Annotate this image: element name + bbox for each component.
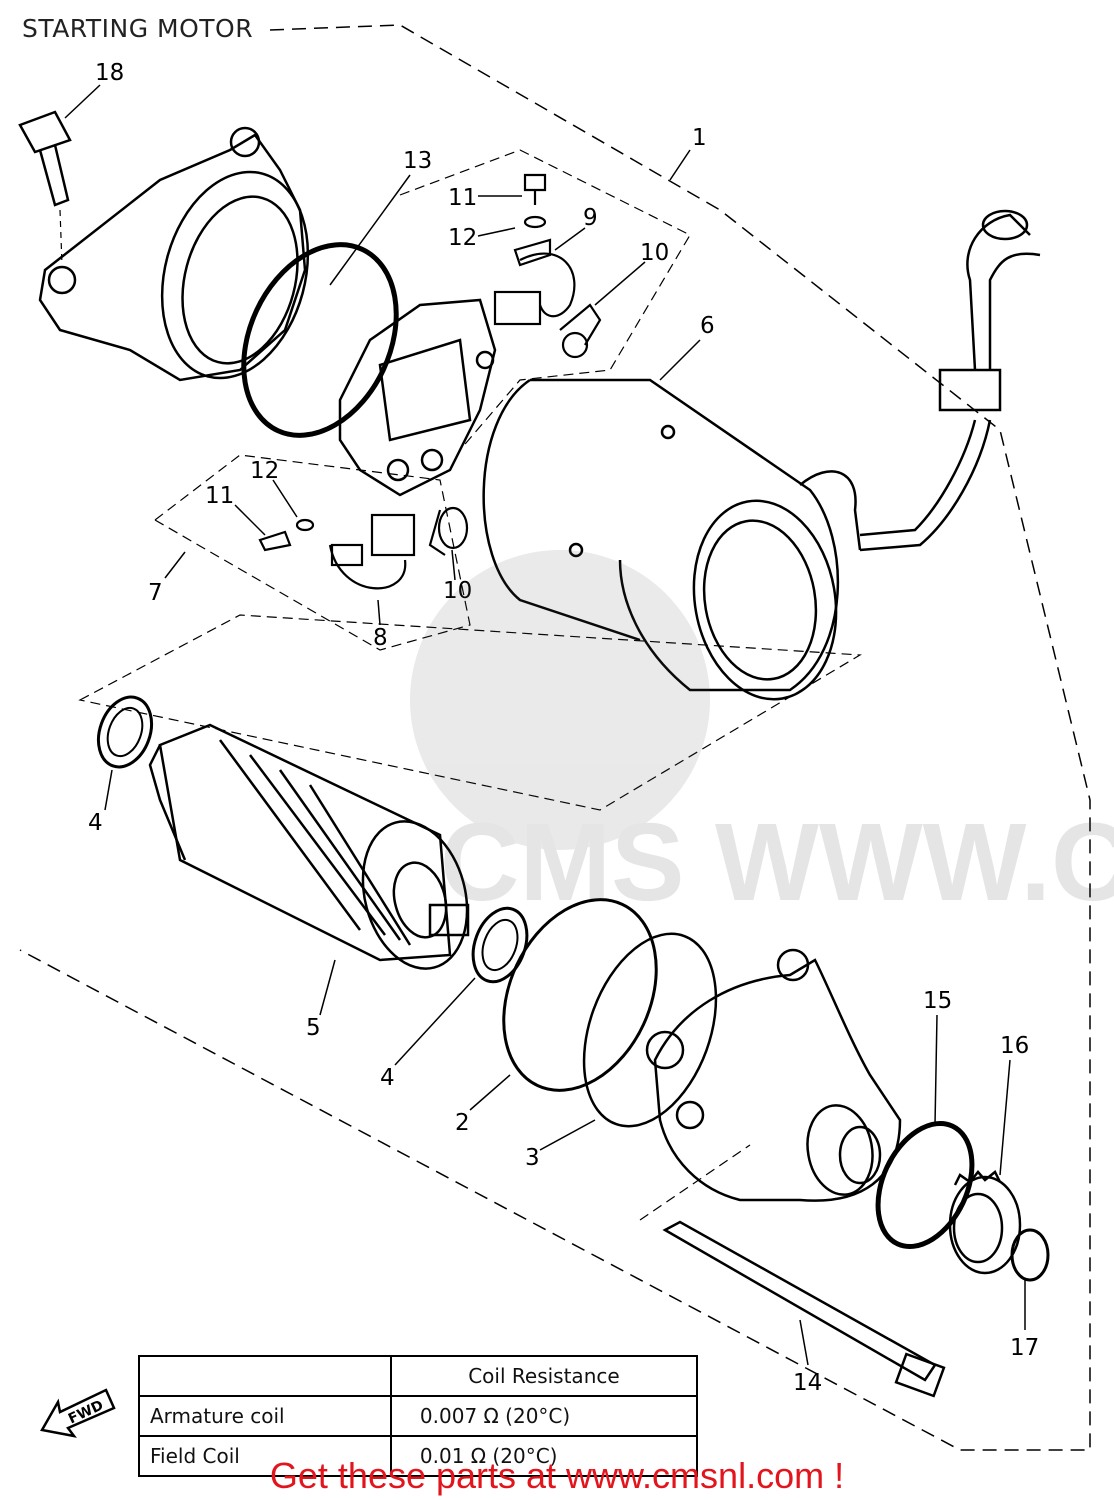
callout-11-upper: 11 <box>448 185 477 211</box>
callout-17: 17 <box>1010 1335 1039 1361</box>
brush-kit-outline-upper <box>399 149 691 451</box>
callout-4-left: 4 <box>88 810 103 836</box>
callout-16: 16 <box>1000 1033 1029 1059</box>
row-label: Armature coil <box>138 1395 392 1437</box>
callout-14: 14 <box>793 1370 822 1396</box>
fwd-label: FWD <box>66 1397 106 1427</box>
circlip-17 <box>1010 1228 1050 1282</box>
callout-4-right: 4 <box>380 1065 395 1091</box>
callout-9: 9 <box>583 205 598 231</box>
through-bolt-14 <box>662 1220 946 1398</box>
brush-kit-outline-lower <box>154 454 471 651</box>
callout-7: 7 <box>148 580 163 606</box>
table-header: Coil Resistance <box>389 1355 699 1397</box>
callout-6: 6 <box>700 313 715 339</box>
row-value: 0.007 Ω (20°C) <box>389 1395 699 1437</box>
row-label: Field Coil <box>138 1435 392 1477</box>
watermark: CMS WWW.CMSNL.COM <box>410 550 1114 924</box>
o-ring-15 <box>875 1120 975 1250</box>
callout-3: 3 <box>525 1145 540 1171</box>
callout-12-lower: 12 <box>250 458 279 484</box>
callout-10-upper: 10 <box>640 240 669 266</box>
callout-11-lower: 11 <box>205 483 234 509</box>
front-cover <box>645 948 902 1202</box>
table-corner <box>138 1355 392 1397</box>
rear-cover <box>38 126 310 382</box>
o-ring-13 <box>241 242 399 438</box>
yoke-outline <box>78 614 862 811</box>
brush-9 <box>493 173 576 326</box>
callout-12-upper: 12 <box>448 225 477 251</box>
terminal-10-lower <box>428 506 469 556</box>
leader-lines <box>64 84 1026 1366</box>
callout-2: 2 <box>455 1110 470 1136</box>
callout-1: 1 <box>692 125 707 151</box>
pinion-gear-16 <box>948 1170 1022 1275</box>
callout-5: 5 <box>306 1015 321 1041</box>
watermark-text: CMS WWW.CMSNL.COM <box>440 801 1114 924</box>
terminal-10-upper <box>559 303 602 359</box>
plate-3 <box>582 932 718 1128</box>
assembly-boundary <box>19 24 1091 1451</box>
yoke-6 <box>482 378 862 701</box>
callout-10-lower: 10 <box>443 578 472 604</box>
promo-banner-link[interactable]: Get these parts at www.cmsnl.com ! <box>269 1455 845 1496</box>
armature-5 <box>148 723 470 970</box>
fwd-arrow-icon: FWD <box>38 1380 118 1445</box>
callout-18: 18 <box>95 60 124 86</box>
callout-8: 8 <box>373 625 388 651</box>
row-value: 0.01 Ω (20°C) <box>389 1435 699 1477</box>
callout-13: 13 <box>403 148 432 174</box>
front-cover-outline <box>639 1144 751 1221</box>
table-row: Field Coil 0.01 Ω (20°C) <box>138 1435 699 1477</box>
washer-4-left <box>96 695 154 769</box>
brush-8 <box>258 513 416 590</box>
table-row: Armature coil 0.007 Ω (20°C) <box>138 1395 699 1437</box>
o-ring-2 <box>502 898 658 1092</box>
coil-resistance-table: Coil Resistance Armature coil 0.007 Ω (2… <box>138 1355 699 1477</box>
callout-15: 15 <box>923 988 952 1014</box>
brush-plate <box>338 298 497 497</box>
diagram-title: STARTING MOTOR <box>22 14 254 43</box>
lead-wire <box>859 209 1041 552</box>
bolt-18 <box>18 110 72 266</box>
